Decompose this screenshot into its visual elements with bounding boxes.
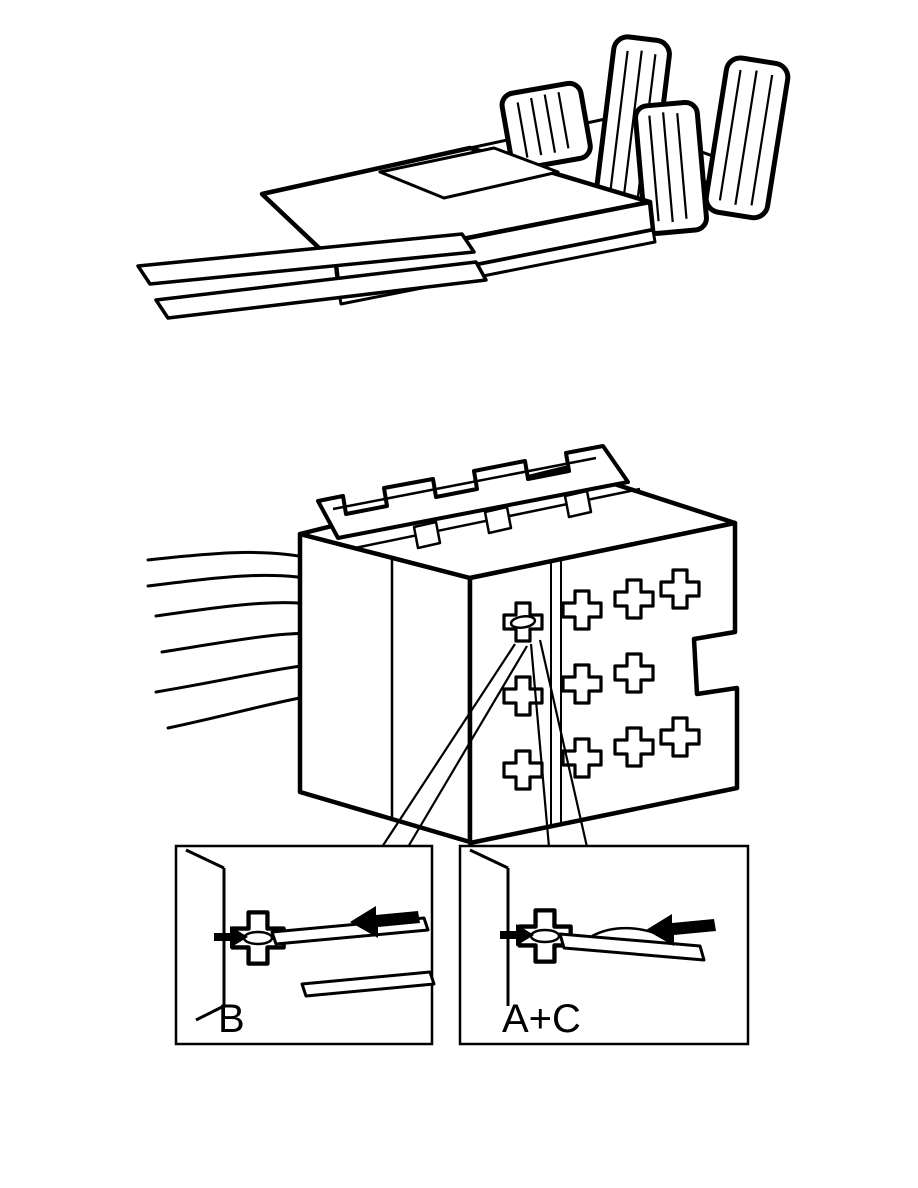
detail-inset-b: B	[174, 844, 436, 1046]
terminal-slot	[529, 928, 561, 944]
press-arrow-icon	[646, 914, 716, 946]
blade-terminal	[300, 970, 436, 998]
pin-face	[467, 520, 740, 846]
lid-latches	[412, 489, 593, 550]
pin-grid	[502, 568, 701, 791]
wire-crimp	[378, 146, 560, 200]
connector-illustration	[146, 444, 740, 848]
cover-lid	[316, 444, 630, 540]
insert-arrow-icon	[214, 926, 248, 948]
spring-tab	[633, 99, 709, 236]
leader-lines	[381, 639, 589, 848]
inset-ac-label: A+C	[502, 997, 581, 1041]
terminal-slot	[242, 930, 274, 946]
lid-rim	[332, 456, 597, 511]
spring-tab	[703, 55, 791, 221]
flat-blades	[136, 232, 488, 320]
contact-spring-tabs	[499, 34, 791, 236]
spring-tab	[499, 80, 593, 171]
terminal-slot	[509, 615, 537, 629]
terminal-illustration	[136, 34, 791, 320]
blade-terminal	[558, 932, 706, 962]
inset-b-frame	[174, 844, 434, 1046]
housing-side-face	[297, 531, 473, 845]
detail-inset-ac: A+C	[458, 844, 750, 1046]
inset-b-label: B	[218, 997, 245, 1041]
press-arrow-icon	[350, 906, 420, 938]
insert-arrow-icon	[500, 924, 534, 946]
